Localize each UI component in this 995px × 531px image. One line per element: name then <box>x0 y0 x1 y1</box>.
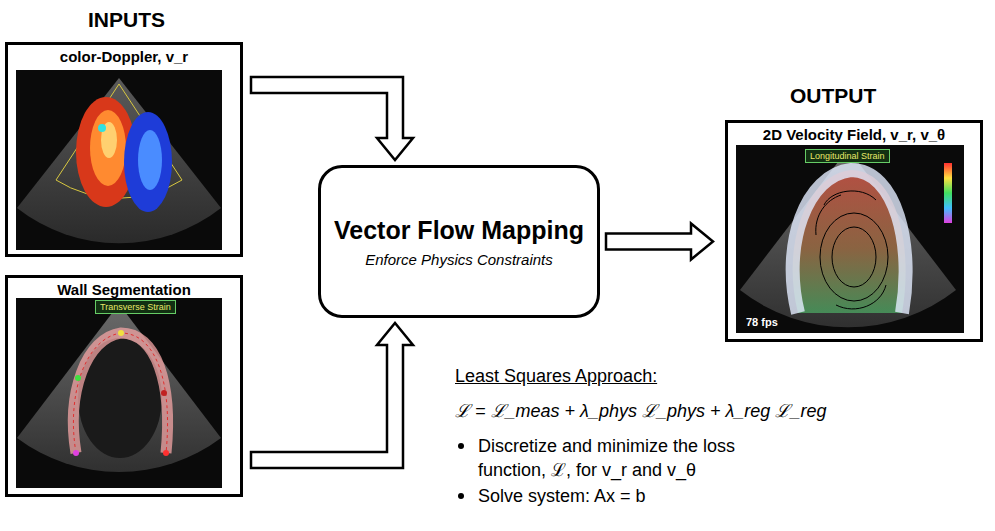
block-arrow <box>251 323 413 468</box>
image-tag: 78 fps <box>746 316 778 328</box>
image-tag: Longitudinal Strain <box>805 149 890 163</box>
bullet-text: Discretize and minimize the loss functio… <box>478 434 798 482</box>
velocity-field-image <box>736 145 964 333</box>
section-heading: OUTPUT <box>790 84 876 108</box>
section-heading: INPUTS <box>88 8 165 32</box>
box-title: color-Doppler, v_r <box>8 48 240 65</box>
box-subtitle: Enforce Physics Constraints <box>359 251 559 268</box>
segmentation-image <box>16 298 222 488</box>
image-tag: Transverse Strain <box>95 300 176 314</box>
box-title: Wall Segmentation <box>8 281 240 298</box>
bullet-points <box>455 438 471 504</box>
process-box: Vector Flow MappingEnforce Physics Const… <box>318 165 600 318</box>
bullet-text: Solve system: Ax = b <box>478 484 646 508</box>
method-heading: Least Squares Approach: <box>455 366 657 387</box>
loss-equation: ℒ = ℒ_meas + λ_phys ℒ_phys + λ_reg ℒ_reg <box>455 398 826 422</box>
box-title: 2D Velocity Field, v_r, v_θ <box>728 126 980 143</box>
block-arrow <box>251 77 413 160</box>
box-title: Vector Flow Mapping <box>328 216 590 245</box>
input-box: color-Doppler, v_r <box>5 42 243 257</box>
doppler-image <box>16 70 222 250</box>
block-arrow <box>606 224 713 260</box>
